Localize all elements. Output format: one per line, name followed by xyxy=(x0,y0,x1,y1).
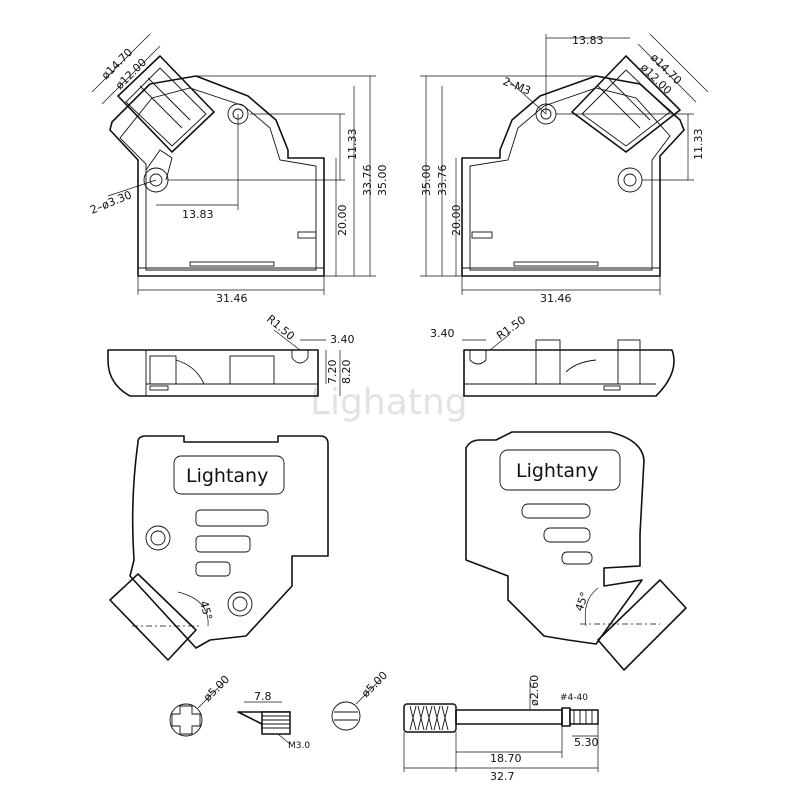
dim-thread: 2–M3 xyxy=(501,75,533,98)
right-top-view: 3.40 R1.50 xyxy=(430,313,675,397)
dim-hole-spacing: 13.83 xyxy=(182,208,214,221)
dim-jack-dia: ø2.60 xyxy=(528,675,541,706)
dim-radius: R1.50 xyxy=(264,312,297,343)
left-front-view: Lightany 45° xyxy=(109,435,329,661)
dim-jack-total: 32.7 xyxy=(490,770,515,783)
dim-screw-holes: 2–ø3.30 xyxy=(88,188,133,216)
dim-jack-shaft: 18.70 xyxy=(490,752,522,765)
dim-radius-right: R1.50 xyxy=(494,313,528,342)
dim-slot: 3.40 xyxy=(330,333,355,346)
dim-depth-b: 8.20 xyxy=(340,360,353,385)
right-front-view: Lightany 45° xyxy=(465,431,687,671)
dim-height-total-right: 35.00 xyxy=(420,165,433,197)
dim-width-right: 31.46 xyxy=(540,292,572,305)
dim-top-width: 13.83 xyxy=(572,34,604,47)
angle-left: 45° xyxy=(197,599,215,621)
slot-screw-head: ø5.00 xyxy=(331,669,390,731)
dim-slot-right: 3.40 xyxy=(430,327,455,340)
dim-height-inner-right: 20.00 xyxy=(450,205,463,237)
dim-height-mid-right: 33.76 xyxy=(436,165,449,197)
right-side-view: 31.46 13.83 35.00 33.76 20.00 11.33 ø14.… xyxy=(420,33,709,305)
dim-jack-thread: #4-40 xyxy=(560,693,588,703)
right-logo: Lightany xyxy=(516,460,598,482)
dim-width: 31.46 xyxy=(216,292,248,305)
dim-height-mid: 33.76 xyxy=(361,165,374,197)
left-top-view: R1.50 3.40 7.20 8.20 xyxy=(107,312,355,397)
dim-slot-screw: ø5.00 xyxy=(359,669,390,700)
cross-screw-head: ø5.00 xyxy=(169,673,232,737)
left-side-view: 31.46 13.83 35.00 33.76 11.33 20.00 ø14.… xyxy=(88,33,389,305)
dim-screw-head: 7.8 xyxy=(254,690,272,703)
dim-jack-tip: 5.30 xyxy=(574,736,599,749)
dim-height-total: 35.00 xyxy=(376,165,389,197)
jack-screw: ø2.60 #4-40 5.30 18.70 32.7 xyxy=(403,675,599,783)
flat-screw: 7.8 M3.0 xyxy=(237,690,310,751)
dim-screw-thread: M3.0 xyxy=(288,741,310,751)
angle-right: 45° xyxy=(573,590,592,613)
left-logo: Lightany xyxy=(186,465,268,487)
dim-height-inner: 20.00 xyxy=(336,205,349,237)
dim-height-hole-right: 11.33 xyxy=(692,129,705,161)
dim-depth-a: 7.20 xyxy=(326,360,339,385)
dim-height-hole: 11.33 xyxy=(346,129,359,161)
watermark: Lighatng xyxy=(310,382,468,423)
dim-cross-screw: ø5.00 xyxy=(201,673,232,704)
